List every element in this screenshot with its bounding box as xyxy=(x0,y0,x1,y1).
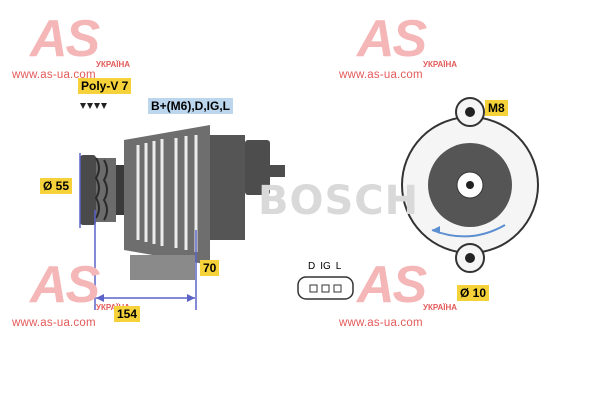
watermark-url: www.as-ua.com xyxy=(12,317,96,329)
watermark-logo: AS xyxy=(357,256,427,314)
belt-label: Poly-V 7 xyxy=(78,78,132,94)
pulley-diameter-label: Ø 55 xyxy=(40,178,73,194)
length-a-label: 70 xyxy=(200,260,220,276)
watermark-bottom-left: AS УКРАЇНА www.as-ua.com xyxy=(8,255,158,335)
connector-pin-labels: D IG L xyxy=(308,261,346,272)
pin-label: L xyxy=(335,261,342,272)
watermark-country: УКРАЇНА xyxy=(96,60,131,69)
terminals-label: B+(M6),D,IG,L xyxy=(148,98,234,114)
housing-front xyxy=(401,97,539,273)
watermark-url: www.as-ua.com xyxy=(339,317,423,329)
watermark-logo: AS xyxy=(30,10,100,68)
dimension-lines xyxy=(79,153,197,310)
watermark-logo: AS xyxy=(357,10,427,68)
connector xyxy=(297,276,354,300)
watermark-url: www.as-ua.com xyxy=(339,69,423,81)
housing-side xyxy=(124,125,285,280)
mount-thread-label: M8 xyxy=(485,100,508,116)
pulley xyxy=(80,155,124,225)
belt-grooves-icon xyxy=(80,103,107,109)
watermark-logo: AS xyxy=(30,256,100,314)
watermark-country: УКРАЇНА xyxy=(423,60,458,69)
watermark-top-left: AS УКРАЇНА www.as-ua.com xyxy=(8,5,158,85)
length-b-label: 154 xyxy=(114,306,141,322)
pin-label: IG xyxy=(320,261,331,272)
watermark-bottom-right: AS УКРАЇНА www.as-ua.com xyxy=(335,255,485,335)
watermark-country: УКРАЇНА xyxy=(96,303,130,312)
brand-logo: BOSCH xyxy=(258,178,420,224)
bore-label: Ø 10 xyxy=(457,285,490,301)
watermark-country: УКРАЇНА xyxy=(423,303,458,312)
watermark-top-right: AS УКРАЇНА www.as-ua.com xyxy=(335,5,485,85)
pin-label: D xyxy=(308,261,316,272)
watermark-url: www.as-ua.com xyxy=(12,69,96,81)
